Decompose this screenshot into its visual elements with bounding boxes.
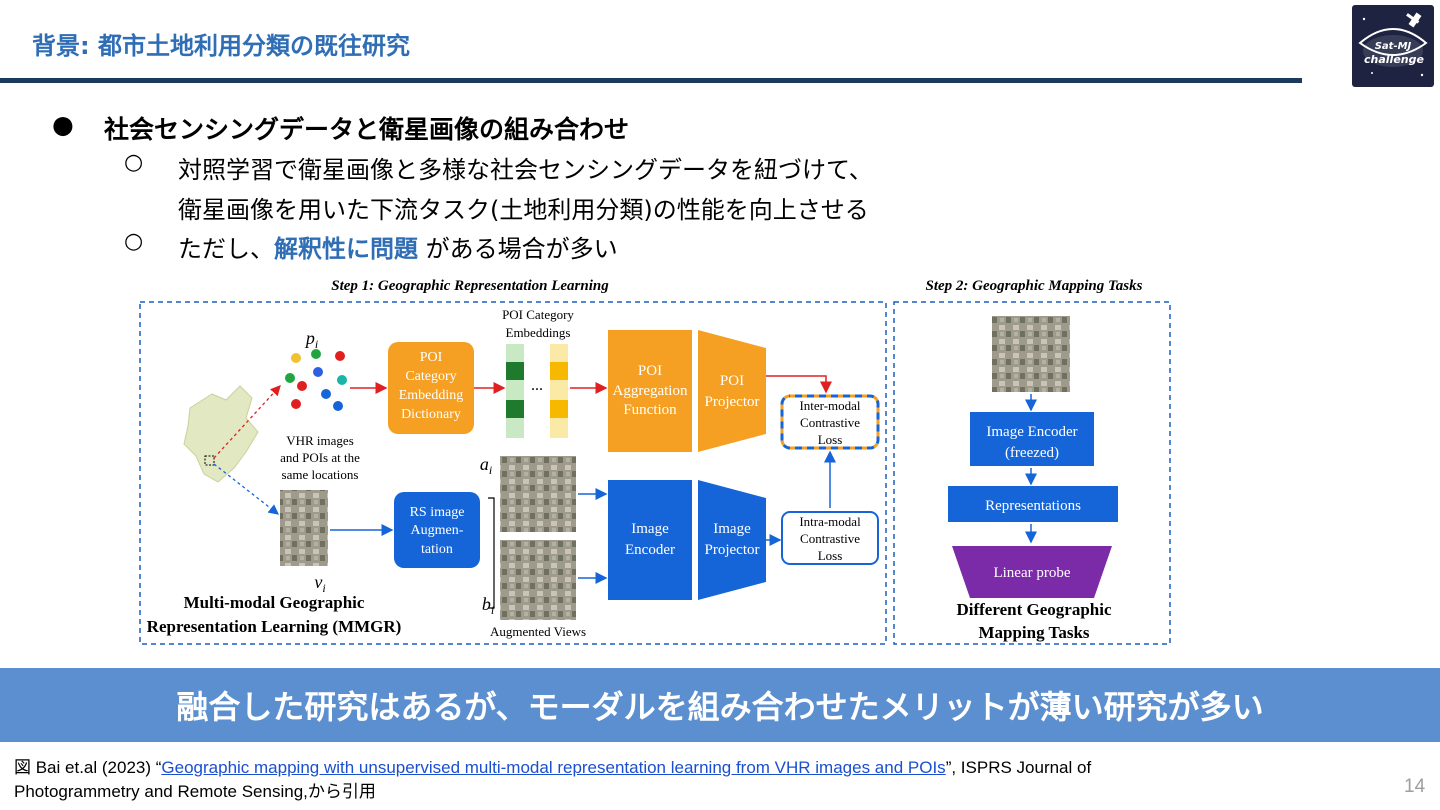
- figure-citation: 図 Bai et.al (2023) “Geographic mapping w…: [14, 756, 1314, 804]
- svg-text:Function: Function: [623, 402, 677, 418]
- poi-embeddings-caption-1: POI Category: [502, 307, 574, 322]
- mmgr-caption-2: Representation Learning (MMGR): [147, 617, 402, 636]
- poi-embedding-vectors: [506, 344, 568, 438]
- svg-text:Inter-modal: Inter-modal: [799, 398, 860, 413]
- ellipsis: ...: [531, 377, 543, 394]
- conclusion-banner: 融合した研究はあるが、モーダルを組み合わせたメリットが薄い研究が多い: [0, 668, 1440, 742]
- svg-text:Encoder: Encoder: [625, 542, 675, 558]
- bullet-main-text: 社会センシングデータと衛星画像の組み合わせ: [104, 115, 630, 144]
- linear-probe-trapezoid: [952, 546, 1112, 598]
- bullet-marker: ●: [52, 110, 74, 139]
- svg-text:challenge: challenge: [1364, 53, 1424, 66]
- a-i-label: ai: [480, 454, 492, 477]
- svg-text:POI: POI: [720, 373, 744, 389]
- slide-title: 背景: 都市土地利用分類の既往研究: [32, 32, 410, 60]
- p-i-label: pi: [304, 328, 318, 351]
- vhr-caption-3: same locations: [282, 467, 359, 482]
- page-number: 14: [1404, 776, 1426, 797]
- tasks-caption-2: Mapping Tasks: [978, 623, 1089, 642]
- inter-modal-loss-box: [780, 394, 880, 450]
- augmented-views-caption: Augmented Views: [490, 624, 586, 639]
- title-underline: [0, 78, 1302, 83]
- location-marker-icon: [204, 455, 215, 466]
- poi-projector-trapezoid: [698, 330, 766, 452]
- step1-title: Step 1: Geographic Representation Learni…: [331, 278, 609, 294]
- svg-text:Image: Image: [713, 521, 751, 537]
- representations-box: [948, 486, 1118, 522]
- interpretability-highlight: 解釈性に問題: [274, 235, 418, 263]
- v-i-label: vi: [314, 572, 325, 595]
- svg-text:Linear probe: Linear probe: [993, 565, 1070, 581]
- svg-text:Embedding: Embedding: [399, 388, 464, 403]
- svg-text:Augmen-: Augmen-: [411, 523, 464, 538]
- sub-bullet-1-line2: 衛星画像を用いた下流タスク(土地利用分類)の性能を向上させる: [178, 196, 869, 224]
- svg-text:Image: Image: [631, 521, 669, 537]
- svg-text:Projector: Projector: [705, 542, 760, 558]
- sub-bullet-marker: ○: [124, 229, 144, 254]
- rs-augmentation-box: [394, 492, 480, 568]
- svg-text:Loss: Loss: [818, 432, 843, 447]
- svg-text:RS image: RS image: [410, 505, 465, 520]
- svg-text:Dictionary: Dictionary: [401, 407, 461, 422]
- satellite-image-v: [280, 490, 328, 566]
- augmented-view-b: [500, 540, 576, 620]
- citation-suffix: ”, ISPRS Journal of: [945, 758, 1092, 777]
- frozen-image-encoder-box: [970, 412, 1094, 466]
- svg-text:(freezed): (freezed): [1005, 445, 1059, 461]
- svg-text:Representations: Representations: [985, 498, 1081, 514]
- citation-line2: Photogrammetry and Remote Sensing,から引用: [14, 782, 376, 801]
- framework-diagram: Step 1: Geographic Representation Learni…: [139, 278, 1171, 645]
- svg-text:Intra-modal: Intra-modal: [799, 514, 861, 529]
- step2-title: Step 2: Geographic Mapping Tasks: [926, 278, 1143, 294]
- vhr-caption-2: and POIs at the: [280, 450, 360, 465]
- svg-text:POI: POI: [420, 350, 443, 365]
- step1-frame: [139, 301, 887, 645]
- step2-frame: [893, 301, 1171, 645]
- mmgr-framework-figure: Step 1: Geographic Representation Learni…: [130, 268, 1180, 652]
- sub-bullet-2-prefix: ただし、: [178, 235, 274, 263]
- vhr-caption-1: VHR images: [286, 433, 354, 448]
- augmented-view-a: [500, 456, 576, 532]
- svg-text:Image Encoder: Image Encoder: [986, 424, 1077, 440]
- step2-satellite-image: [992, 316, 1070, 392]
- svg-text:Sat-MJ: Sat-MJ: [1375, 41, 1412, 52]
- sub-bullet-1-line1: 対照学習で衛星画像と多様な社会センシングデータを紐づけて、: [178, 156, 873, 184]
- logo-graphic: Sat-MJ challenge: [1358, 12, 1428, 77]
- tasks-caption-1: Different Geographic: [956, 600, 1111, 619]
- paper-link[interactable]: Geographic mapping with unsupervised mul…: [161, 758, 946, 777]
- poi-aggregation-box: [608, 330, 692, 452]
- svg-text:tation: tation: [421, 542, 453, 557]
- poi-points: [285, 349, 347, 411]
- svg-text:Category: Category: [405, 369, 456, 384]
- svg-text:POI: POI: [638, 363, 662, 379]
- image-projector-trapezoid: [698, 480, 766, 600]
- conclusion-text: 融合した研究はあるが、モーダルを組み合わせたメリットが薄い研究が多い: [176, 688, 1264, 726]
- sub-bullet-2-suffix: がある場合が多い: [418, 235, 618, 263]
- svg-text:Aggregation: Aggregation: [613, 383, 688, 399]
- citation-prefix: 図 Bai et.al (2023) “: [14, 758, 162, 777]
- b-i-label: bi: [482, 594, 494, 617]
- svg-text:Contrastive: Contrastive: [800, 531, 860, 546]
- intra-modal-loss-box: [781, 511, 879, 565]
- mmgr-caption-1: Multi-modal Geographic: [184, 593, 365, 612]
- city-map-icon: [183, 385, 259, 483]
- svg-text:Loss: Loss: [818, 548, 843, 563]
- svg-text:Contrastive: Contrastive: [800, 415, 860, 430]
- image-encoder-box: [608, 480, 692, 600]
- satellite-logo: Sat-MJ challenge: [1352, 5, 1434, 87]
- sub-bullet-marker: ○: [124, 150, 144, 175]
- poi-embeddings-caption-2: Embeddings: [506, 325, 571, 340]
- poi-dictionary-box: [388, 342, 474, 434]
- sub-bullet-2-text: ただし、解釈性に問題 がある場合が多い: [178, 229, 618, 264]
- svg-text:Projector: Projector: [705, 394, 760, 410]
